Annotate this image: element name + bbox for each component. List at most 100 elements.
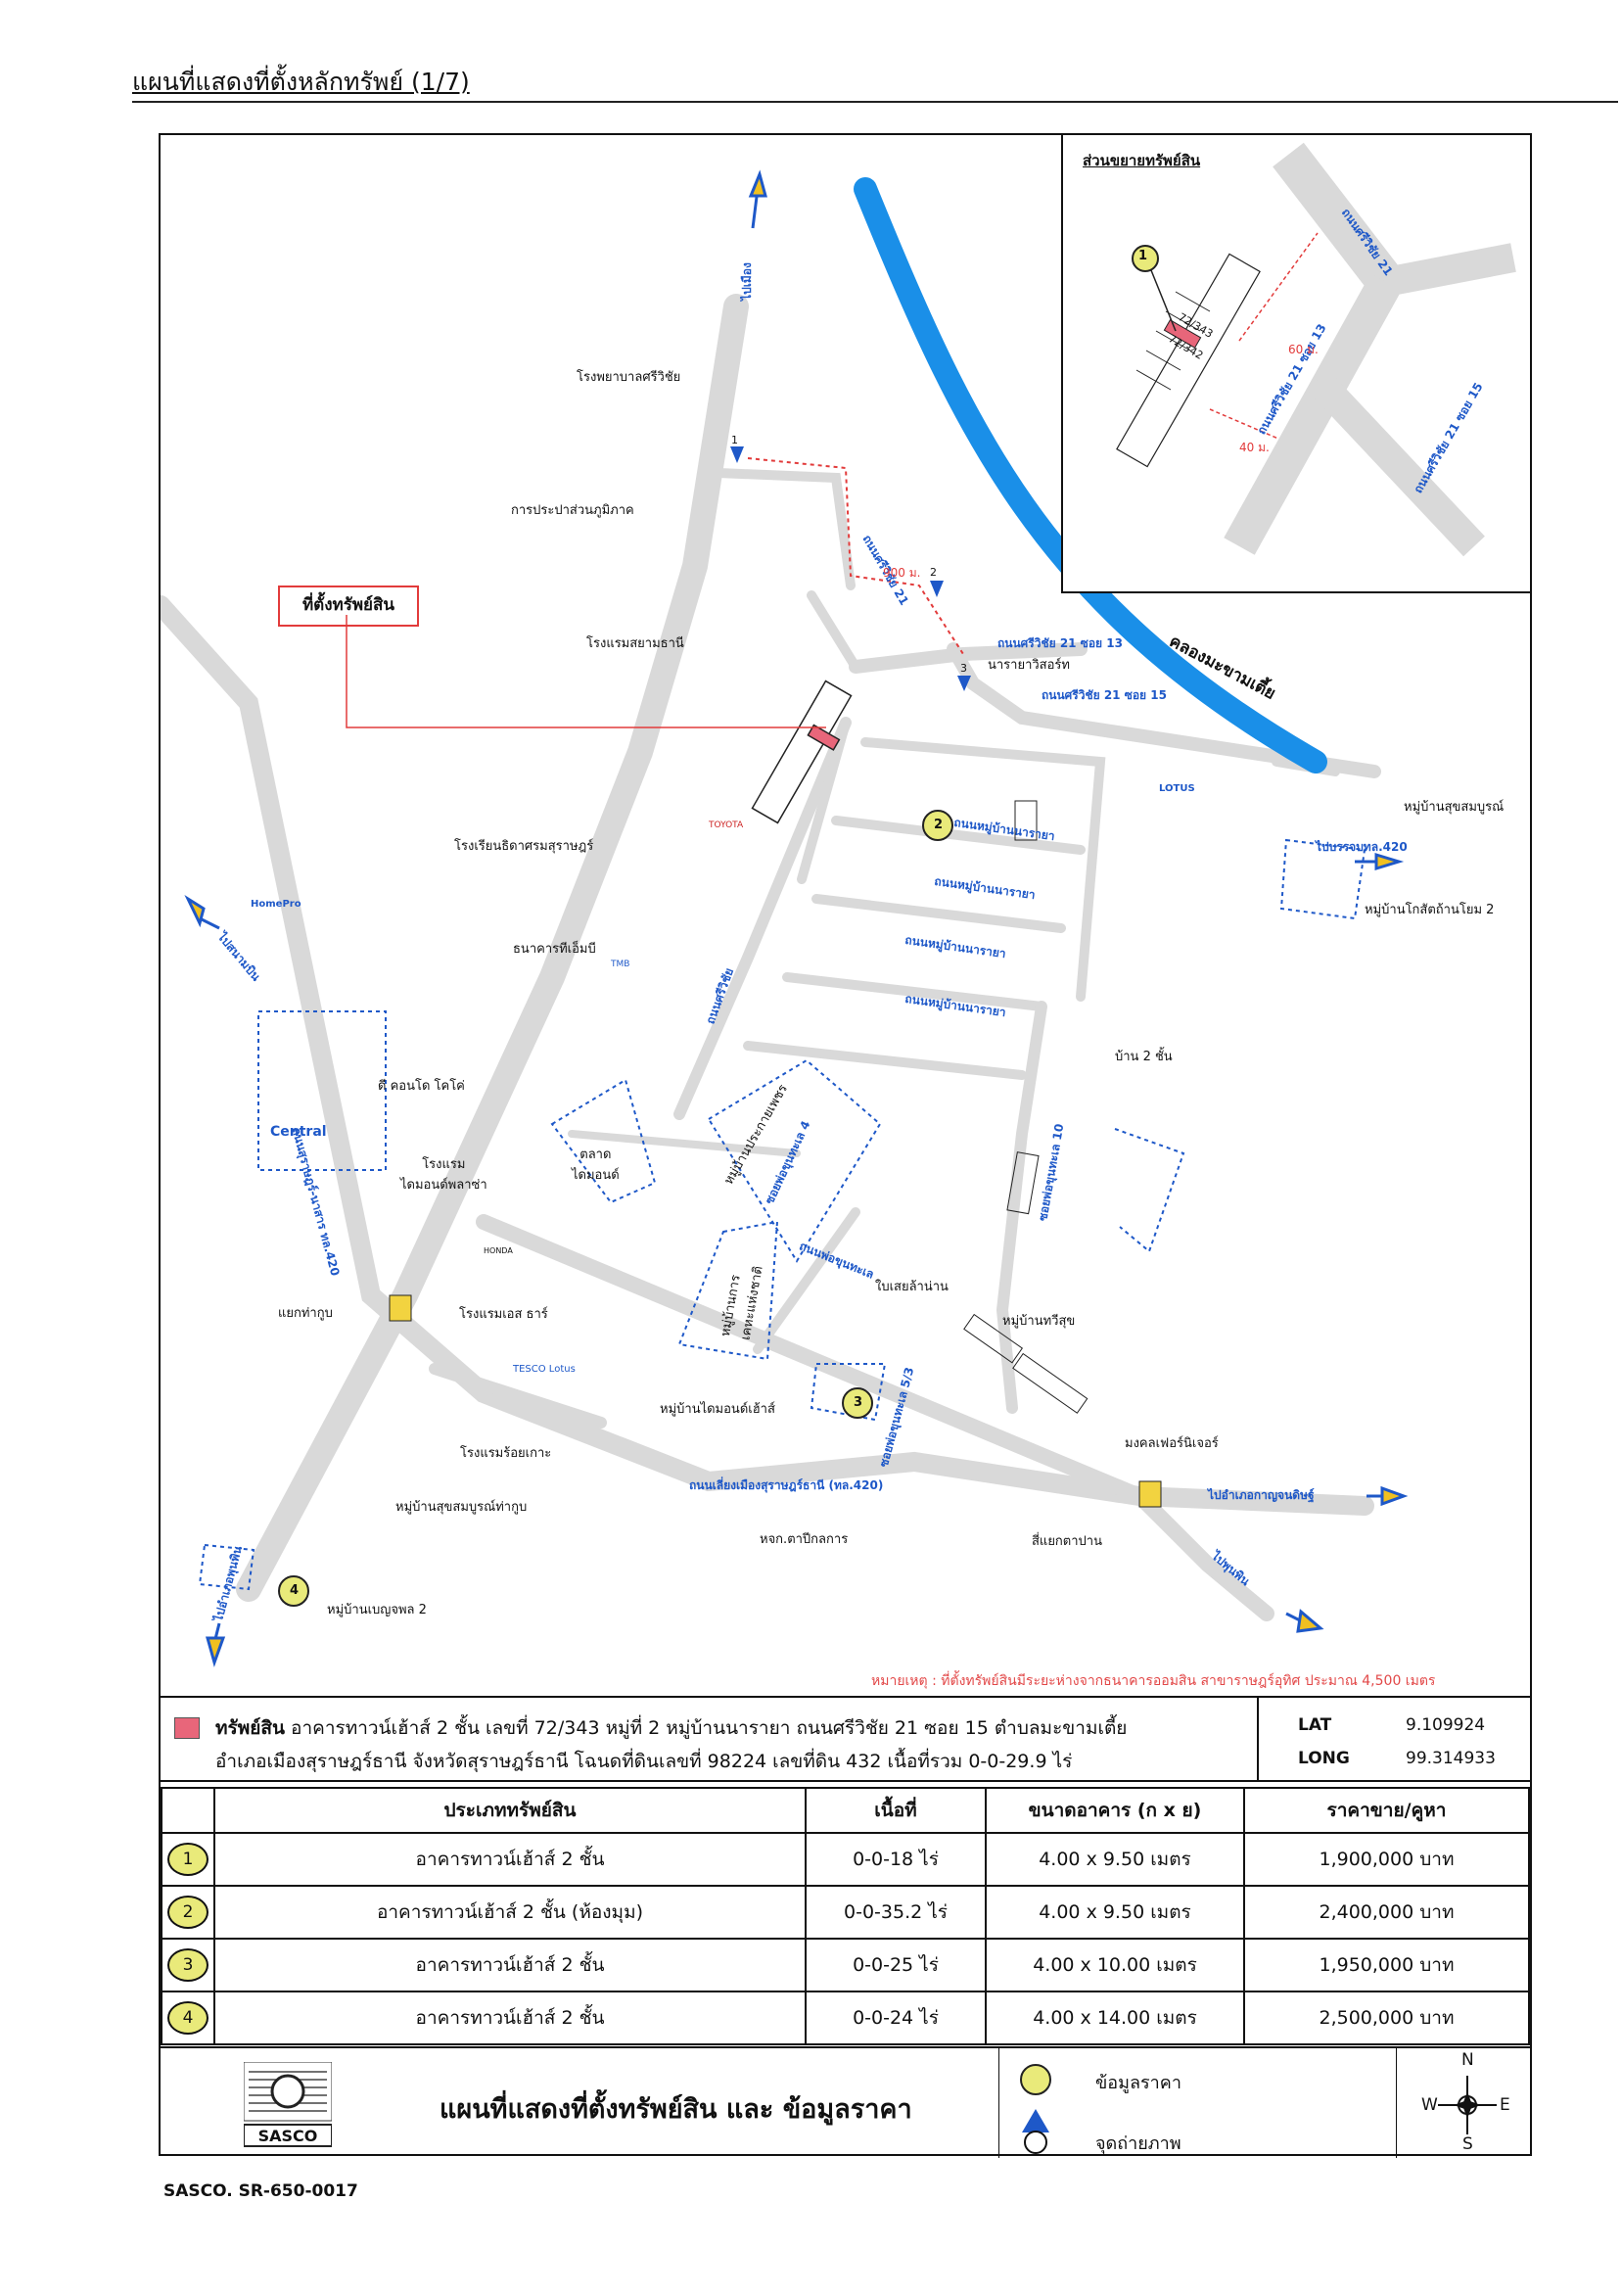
row-marker: 1	[161, 1832, 215, 1887]
cell-size: 4.00 x 10.00 เมตร	[985, 1938, 1245, 1992]
label-mongkol: มงคลเฟอร์นิเจอร์	[1125, 1436, 1219, 1451]
arrow-east-top	[1374, 852, 1405, 871]
legend-footer: SASCO แผนที่แสดงที่ตั้งทรัพย์สิน และ ข้อ…	[161, 2046, 1530, 2158]
canal	[854, 177, 1327, 773]
inset-dist-40: 40 ม.	[1239, 441, 1270, 454]
property-info: ทรัพย์สิน อาคารทาวน์เฮ้าส์ 2 ชั้น เลขที่…	[161, 1696, 1530, 1782]
table-header-row: ประเภททรัพย์สิน เนื้อที่ ขนาดอาคาร (ก x …	[161, 1787, 1530, 1834]
view-points	[730, 446, 971, 691]
label-junction-thakoop: แยกท่ากูบ	[278, 1306, 333, 1321]
row-number-badge: 1	[167, 1843, 208, 1876]
arrow-west	[184, 894, 206, 928]
marker-2: 2	[934, 818, 944, 832]
road-label-soi13: ถนนศรีวิชัย 21 ซอย 13	[997, 636, 1123, 650]
route-distance-label: 900 ม.	[883, 566, 921, 580]
header-type: ประเภททรัพย์สิน	[213, 1787, 807, 1834]
cell-size: 4.00 x 14.00 เมตร	[985, 1991, 1245, 2045]
label-hotel-s: โรงแรมเอส ธาร์	[459, 1307, 548, 1322]
table-row: 4 อาคารทาวน์เฮ้าส์ 2 ชั้น 0-0-24 ไร่ 4.0…	[161, 1991, 1530, 2045]
view-point-3: 3	[960, 662, 967, 675]
row-marker: 4	[161, 1991, 215, 2045]
label-junction-tapan: สี่แยกตาปาน	[1032, 1534, 1102, 1549]
label-hotel-diamond: โรงแรม ไดมอนด์พลาซ่า	[400, 1157, 487, 1193]
property-price-table: ประเภททรัพย์สิน เนื้อที่ ขนาดอาคาร (ก x …	[161, 1787, 1530, 2045]
property-label: ทรัพย์สิน	[215, 1717, 285, 1739]
location-map: ส่วนขยายทรัพย์สิน 1 ถนนศรีวิชัย 21 ซอย 1…	[161, 135, 1530, 1687]
title-rule	[132, 101, 1618, 103]
road-sriwichai	[236, 294, 749, 1602]
document-code: SASCO. SR-650-0017	[163, 2181, 358, 2201]
road-label-soi15: ถนนศรีวิชัย 21 ซอย 15	[1042, 688, 1167, 702]
map-canvas	[161, 169, 1409, 1667]
label-dealer: หจก.ตาปีกลการ	[760, 1532, 849, 1547]
compass-s: S	[1462, 2134, 1473, 2154]
tmb-logo: TMB	[611, 960, 630, 969]
row-number-badge: 2	[167, 1896, 208, 1929]
label-water-authority: การประปาส่วนภูมิภาค	[511, 503, 634, 518]
label-tmb: ธนาคารทีเอ็มบี	[513, 942, 596, 957]
table-row: 3 อาคารทาวน์เฮ้าส์ 2 ชั้น 0-0-25 ไร่ 4.0…	[161, 1938, 1530, 1992]
property-line1: อาคารทาวน์เฮ้าส์ 2 ชั้น เลขที่ 72/343 หม…	[291, 1717, 1128, 1739]
arrow-east	[1380, 1485, 1409, 1507]
label-village-suksomboon2: หมู่บ้านสุขสมบูรณ์	[1404, 800, 1505, 815]
photo-point-icon	[1020, 2109, 1051, 2158]
marker-4: 4	[290, 1583, 300, 1598]
property-line2: อำเภอเมืองสุราษฎร์ธานี จังหวัดสุราษฎร์ธา…	[215, 1751, 1073, 1772]
header-area: เนื้อที่	[805, 1787, 987, 1834]
compass-n: N	[1461, 2050, 1474, 2070]
arrow-north	[748, 169, 767, 198]
cell-price: 1,900,000 บาท	[1243, 1832, 1530, 1887]
property-building-main	[751, 679, 853, 824]
compass-icon: N S W E	[1413, 2050, 1521, 2154]
property-color-square	[174, 1717, 200, 1739]
cell-area: 0-0-25 ไร่	[805, 1938, 987, 1992]
label-market: ตลาด ไดมอนด์	[572, 1148, 620, 1183]
homepro-logo: HomePro	[251, 899, 301, 910]
inset-dist-60: 60 ม.	[1288, 343, 1319, 356]
direction-east-top: ไปบรรจบทล.420	[1316, 840, 1408, 854]
label-house2: บ้าน 2 ชั้น	[1115, 1050, 1173, 1064]
compass-e: E	[1500, 2095, 1510, 2115]
lat-label: LAT	[1298, 1715, 1332, 1735]
view-point-2: 2	[930, 566, 937, 579]
header-no	[161, 1787, 215, 1834]
label-shop-license: ใบเสยล้าน่าน	[875, 1280, 949, 1294]
long-value: 99.314933	[1406, 1749, 1496, 1768]
page-title: แผนที่แสดงที่ตั้งหลักทรัพย์ (1/7)	[132, 68, 470, 96]
cell-type: อาคารทาวน์เฮ้าส์ 2 ชั้น	[213, 1991, 807, 2045]
price-markers	[278, 810, 953, 1607]
road-network	[161, 294, 1381, 1621]
cell-area: 0-0-24 ไร่	[805, 1991, 987, 2045]
legend-title: แผนที่แสดงที่ตั้งทรัพย์สิน และ ข้อมูลราค…	[440, 2094, 912, 2125]
property-callout-line	[346, 615, 826, 728]
townhouse-rows	[963, 800, 1088, 1414]
cell-price: 1,950,000 บาท	[1243, 1938, 1530, 1992]
cell-type: อาคารทาวน์เฮ้าส์ 2 ชั้น	[213, 1832, 807, 1887]
inset-title: ส่วนขยายทรัพย์สิน	[1083, 152, 1201, 169]
cell-price: 2,500,000 บาท	[1243, 1991, 1530, 2045]
legend-photo-point: จุดถ่ายภาพ	[1095, 2133, 1181, 2154]
arrow-southeast	[1296, 1609, 1324, 1633]
property-location-label: ที่ตั้งทรัพย์สิน	[278, 586, 419, 627]
table-row: 1 อาคารทาวน์เฮ้าส์ 2 ชั้น 0-0-18 ไร่ 4.0…	[161, 1832, 1530, 1887]
legend-price-info: ข้อมูลราคา	[1095, 2073, 1181, 2093]
label-hotel-siam: โรงแรมสยามธานี	[586, 636, 684, 651]
cell-price: 2,400,000 บาท	[1243, 1885, 1530, 1940]
label-village-diamond: หมู่บ้านไดมอนด์เฮ้าส์	[660, 1402, 775, 1417]
label-school: โรงเรียนธิดาศรมสุราษฎร์	[454, 839, 594, 854]
sasco-logo-text: SASCO	[257, 2127, 318, 2145]
cell-area: 0-0-18 ไร่	[805, 1832, 987, 1887]
price-info-icon	[1020, 2064, 1051, 2095]
label-narayar-resort: นารายาวิสอร์ท	[988, 658, 1070, 673]
row-number-badge: 3	[167, 1948, 208, 1982]
label-hospital: โรงพยาบาลศรีวิชัย	[577, 370, 681, 385]
map-frame	[159, 133, 1532, 2156]
row-number-badge: 4	[167, 2001, 208, 2035]
lat-value: 9.109924	[1406, 1715, 1486, 1735]
inset-canvas	[1116, 142, 1516, 557]
village-outlines	[198, 838, 1366, 1591]
cell-size: 4.00 x 9.50 เมตร	[985, 1885, 1245, 1940]
compass-w: W	[1421, 2095, 1438, 2115]
label-village-suksomboon: หมู่บ้านสุขสมบูรณ์ท่ากูบ	[395, 1500, 528, 1515]
arrow-south	[206, 1636, 226, 1667]
